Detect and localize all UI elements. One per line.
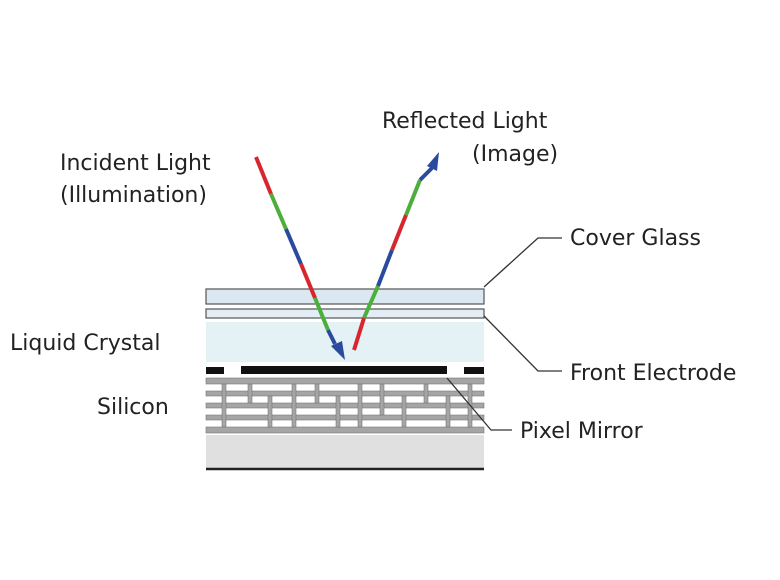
incident-light-sublabel: (Illumination)	[60, 183, 207, 208]
silicon-circuitry	[205, 377, 485, 434]
silicon-label: Silicon	[97, 395, 169, 420]
reflected-light-ray	[352, 152, 439, 351]
reflected-light-sublabel: (Image)	[472, 142, 558, 167]
front-electrode-layer	[205, 308, 485, 319]
liquid-crystal-layer	[206, 322, 484, 362]
cover-glass-layer	[205, 288, 485, 305]
pixel-mirror-leader	[446, 377, 512, 431]
cover-glass-label: Cover Glass	[570, 226, 701, 251]
reflected-arrowhead	[427, 152, 439, 171]
incident-light-label: Incident Light	[60, 151, 211, 176]
cover-glass-leader	[483, 237, 562, 288]
front-electrode-leader	[483, 315, 562, 372]
front-electrode-label: Front Electrode	[570, 361, 736, 386]
pixel-mirror-label: Pixel Mirror	[520, 419, 644, 444]
reflected-light-label: Reflected Light	[382, 109, 548, 134]
pixel-mirror-row	[206, 366, 484, 374]
silicon-base	[206, 435, 484, 468]
incident-light-ray	[254, 156, 345, 360]
incident-arrowhead	[331, 341, 345, 360]
liquid-crystal-label: Liquid Crystal	[10, 331, 160, 356]
leader-lines	[446, 237, 562, 431]
